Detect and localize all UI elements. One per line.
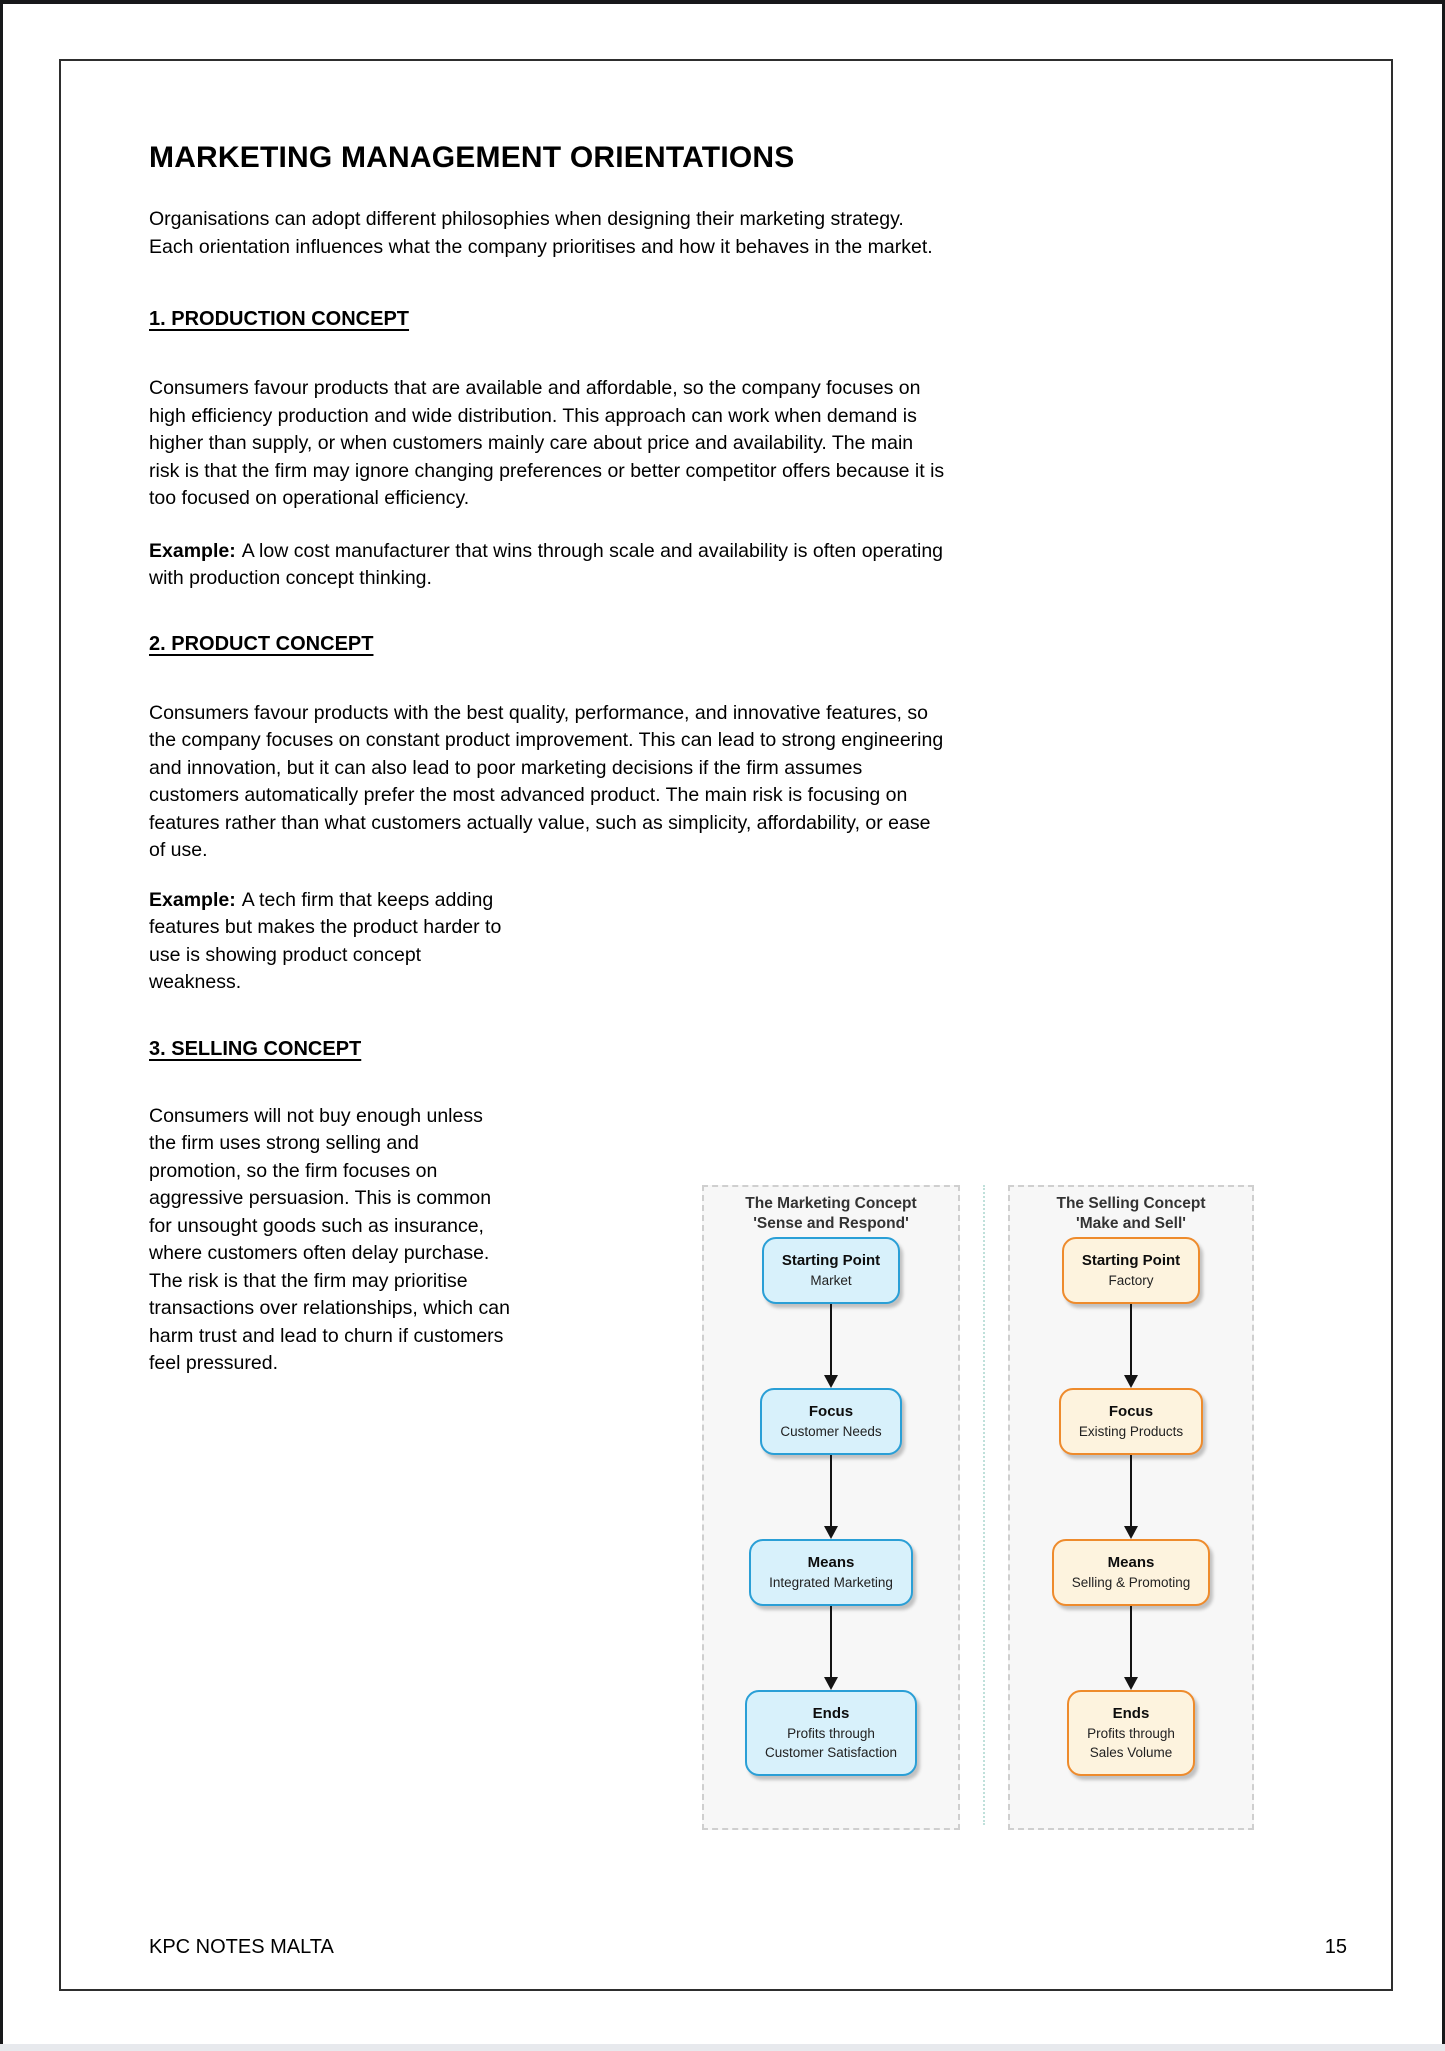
box-sublabel: Market (810, 1272, 852, 1288)
section-heading-selling: 3. SELLING CONCEPT (149, 1036, 694, 1063)
selling-concept-panel: The Selling Concept 'Make and Sell' Star… (1008, 1184, 1254, 1830)
box-sublabel: Sales Volume (1089, 1744, 1173, 1760)
section-heading-production: 1. PRODUCTION CONCEPT (149, 306, 1303, 333)
arrow-head (824, 1374, 838, 1388)
concept-comparison-diagram: The Marketing Concept 'Sense and Respond… (694, 1184, 1254, 1830)
arrow-line (829, 1454, 833, 1526)
arrow-head (824, 1676, 838, 1690)
arrow-line (1129, 1454, 1133, 1526)
box-sublabel: Existing Products (1078, 1423, 1184, 1439)
box-sublabel: Profits through (1087, 1725, 1175, 1741)
arrow-line (1129, 1605, 1133, 1677)
marketing-panel-subtitle: 'Sense and Respond' (753, 1214, 909, 1232)
marketing-concept-panel: The Marketing Concept 'Sense and Respond… (702, 1184, 960, 1830)
arrow-line (829, 1303, 833, 1375)
intro-paragraph: Organisations can adopt different philos… (149, 208, 933, 258)
page-edge-top (0, 0, 1445, 4)
production-example-text: A low cost manufacturer that wins throug… (149, 539, 944, 590)
box-label: Starting Point (781, 1251, 881, 1269)
page-content: MARKETING MANAGEMENT ORIENTATIONS Organi… (61, 139, 1391, 2051)
section-heading-selling-text: 3. SELLING CONCEPT (149, 1037, 362, 1060)
page-title: MARKETING MANAGEMENT ORIENTATIONS (149, 141, 795, 174)
arrow-down-icon (1124, 1303, 1138, 1388)
box-sublabel: Customer Needs (780, 1423, 882, 1439)
product-example-text: A tech firm that keeps adding features b… (149, 888, 502, 994)
arrow-head (1124, 1676, 1138, 1690)
panel-gap-dotted-line (983, 1184, 985, 1825)
product-body-paragraph: Consumers favour products with the best … (149, 701, 944, 862)
box-label: Means (1107, 1553, 1155, 1571)
page-edge-bottom-strip (0, 2044, 1445, 2051)
selling-panel-title: The Selling Concept (1056, 1194, 1206, 1212)
left-text-column: Example:A tech firm that keeps adding fe… (149, 887, 694, 1378)
production-example-paragraph: Example:A low cost manufacturer that win… (149, 538, 1303, 593)
box-sublabel: Customer Satisfaction (764, 1744, 898, 1760)
box-label: Means (807, 1553, 855, 1571)
selling-panel-subtitle: 'Make and Sell' (1076, 1214, 1186, 1232)
arrow-line (829, 1605, 833, 1677)
page-number: 15 (1324, 1936, 1347, 1958)
text-and-diagram-row: Example:A tech firm that keeps adding fe… (149, 887, 1303, 1830)
arrow-down-icon (1124, 1454, 1138, 1539)
arrow-head (1124, 1525, 1138, 1539)
box-sublabel: Profits through (787, 1725, 875, 1741)
page-footer: KPC NOTES MALTA 15 (149, 1934, 1347, 1961)
box-label: Ends (812, 1704, 850, 1722)
box-label: Ends (1112, 1704, 1150, 1722)
arrow-line (1129, 1303, 1133, 1375)
page-edge-right (1442, 0, 1445, 2044)
marketing-panel-title: The Marketing Concept (745, 1194, 917, 1212)
arrow-down-icon (824, 1454, 838, 1539)
page-border-frame: MARKETING MANAGEMENT ORIENTATIONS Organi… (59, 59, 1393, 1991)
production-body-paragraph: Consumers favour products that are avail… (149, 377, 945, 509)
box-label: Starting Point (1081, 1251, 1181, 1269)
production-example-label: Example: (149, 539, 236, 562)
arrow-down-icon (824, 1605, 838, 1690)
page-edge-left (0, 0, 3, 2044)
box-sublabel: Factory (1108, 1272, 1154, 1288)
product-example-paragraph: Example:A tech firm that keeps adding fe… (149, 887, 694, 997)
footer-text: KPC NOTES MALTA (149, 1936, 334, 1958)
box-sublabel: Integrated Marketing (769, 1574, 893, 1590)
box-label: Focus (808, 1402, 854, 1420)
arrow-down-icon (824, 1303, 838, 1388)
selling-body-paragraph: Consumers will not buy enough unless the… (149, 1104, 510, 1375)
arrow-head (824, 1525, 838, 1539)
box-label: Focus (1108, 1402, 1154, 1420)
arrow-down-icon (1124, 1605, 1138, 1690)
section-heading-product-text: 2. PRODUCT CONCEPT (149, 632, 374, 655)
box-sublabel: Selling & Promoting (1071, 1574, 1191, 1590)
product-example-label: Example: (149, 888, 236, 911)
section-heading-product: 2. PRODUCT CONCEPT (149, 631, 1303, 658)
arrow-head (1124, 1374, 1138, 1388)
section-heading-production-text: 1. PRODUCTION CONCEPT (149, 308, 410, 330)
